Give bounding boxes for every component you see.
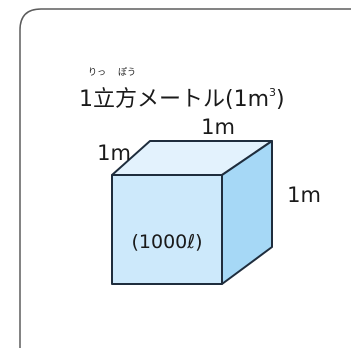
title: りっ ぽう 1立方メートル(1m3) <box>79 67 285 112</box>
title-unit: (1m <box>225 87 269 112</box>
cube-label-left: 1m <box>97 141 131 165</box>
cube-front-face <box>111 174 223 285</box>
title-superscript: 3 <box>269 86 276 99</box>
title-text: 1立方メートル(1m3) <box>79 86 285 112</box>
cube-capacity-label: (1000ℓ) <box>131 231 202 253</box>
title-close: ) <box>276 87 285 112</box>
cube-label-right: 1m <box>287 183 321 207</box>
cube-label-top: 1m <box>201 115 235 139</box>
ruby-pou: ぽう <box>118 67 136 78</box>
title-prefix: 1 <box>79 87 93 112</box>
ruby-ritsu: りっ <box>88 67 106 78</box>
card-frame <box>19 8 351 348</box>
title-word: 立方メートル <box>93 87 225 112</box>
cube-diagram: 1m 1m 1m (1000ℓ) <box>97 115 321 285</box>
